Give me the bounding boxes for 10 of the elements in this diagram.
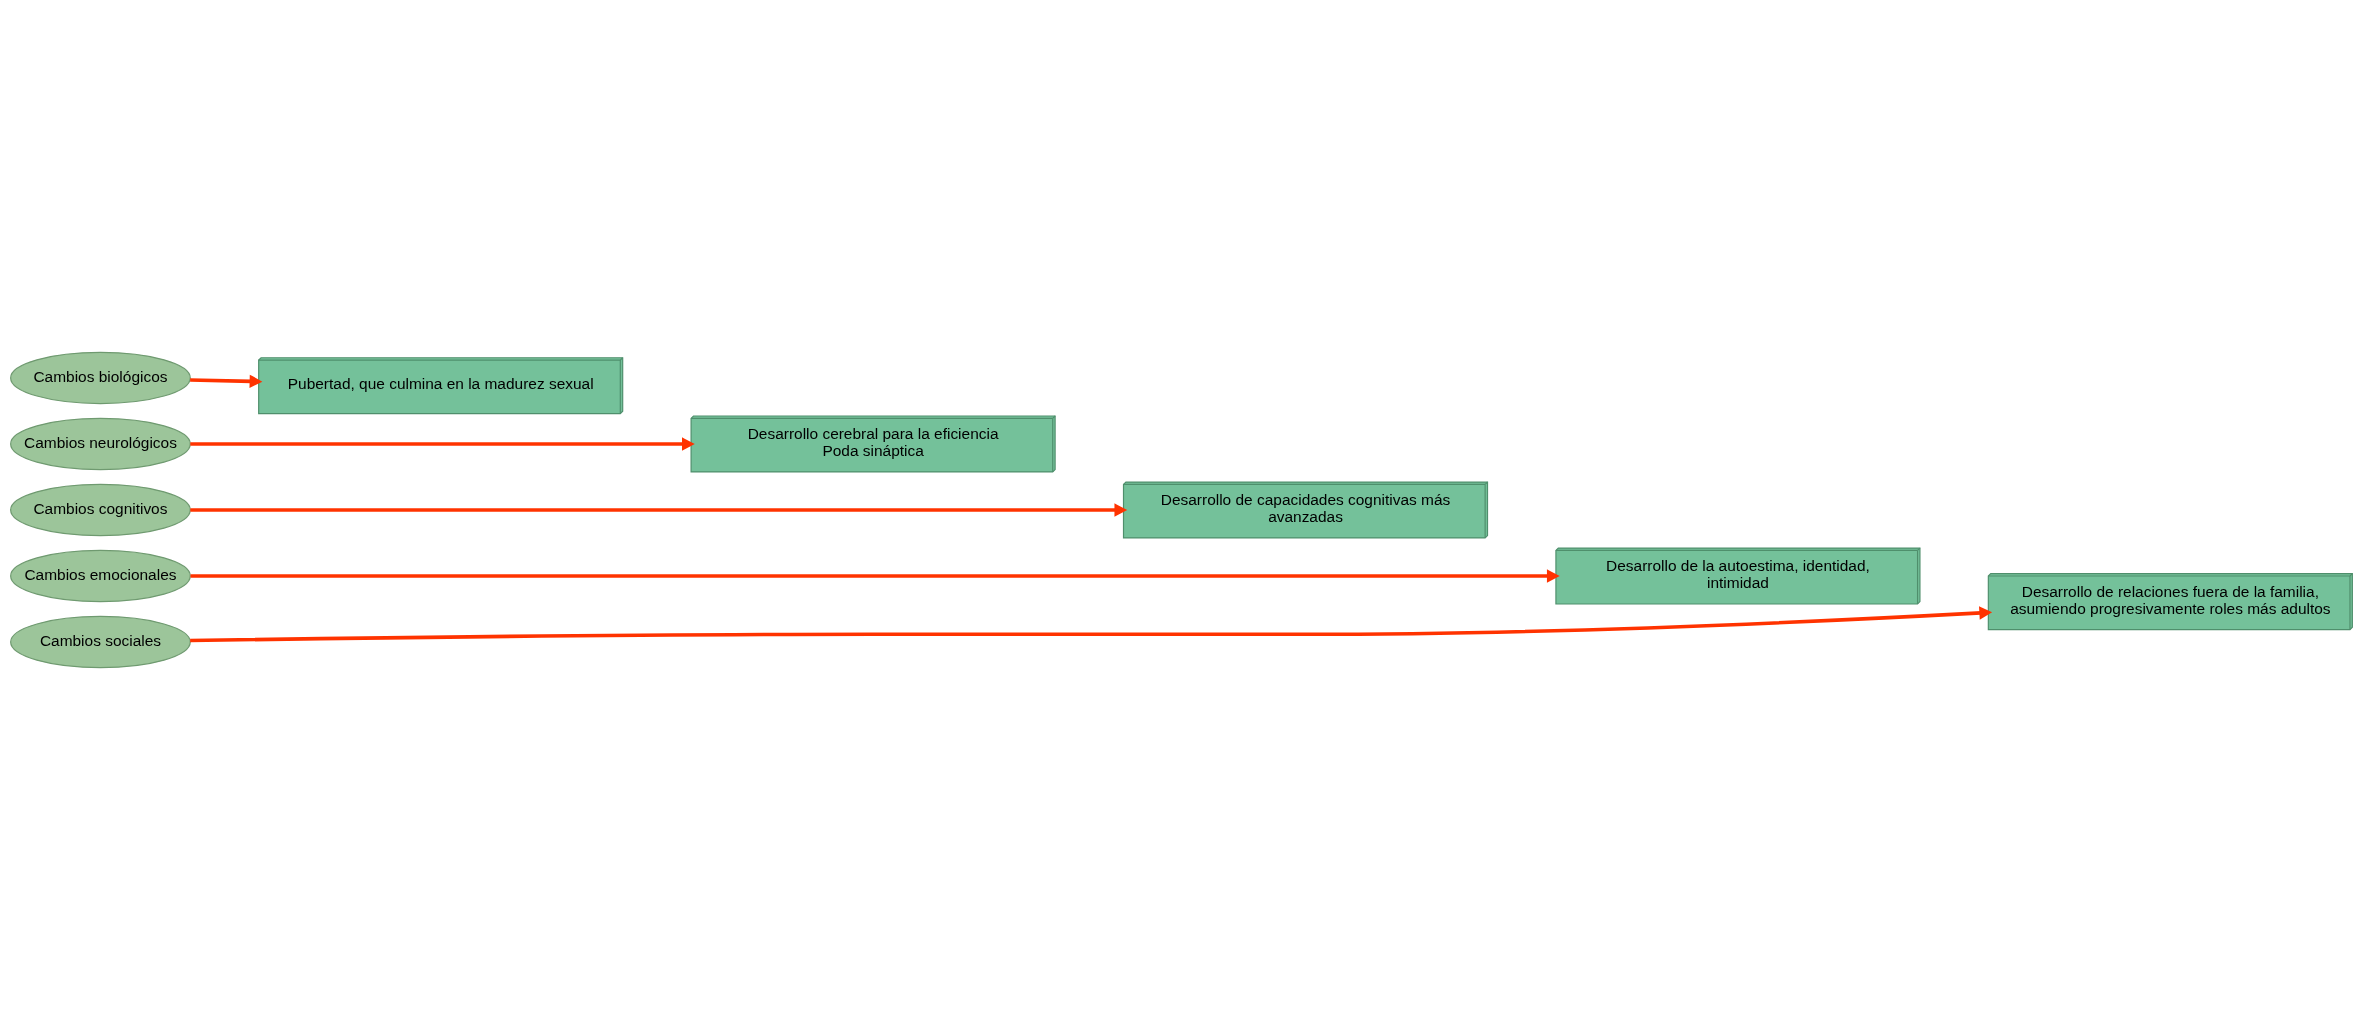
node-ellipse: Cambios biológicos — [10, 351, 191, 404]
arrow — [190, 436, 695, 451]
node-ellipse: Cambios neurológicos — [10, 417, 191, 470]
arrow — [190, 568, 1560, 583]
node-ellipse: Cambios cognitivos — [10, 483, 191, 536]
arrow — [190, 502, 1128, 517]
node-ellipse: Cambios sociales — [10, 615, 191, 668]
arrow — [190, 374, 263, 388]
arrow — [190, 605, 1993, 642]
node-ellipse: Cambios emocionales — [10, 549, 191, 602]
